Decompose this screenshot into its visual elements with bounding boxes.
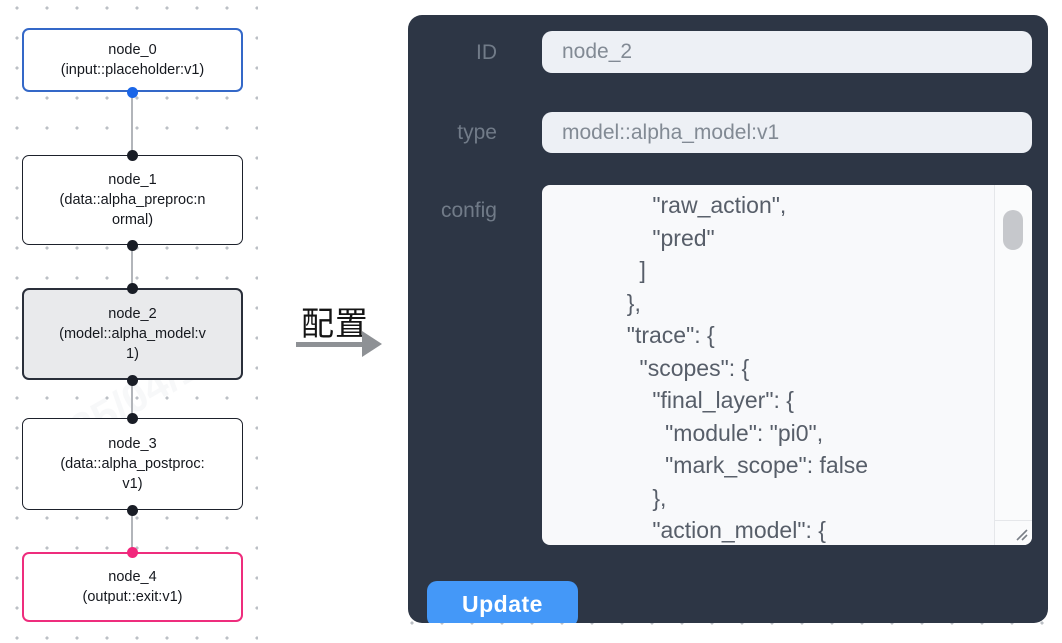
flow-node-node2-selected[interactable]: node_2 (model::alpha_model:v1) bbox=[22, 288, 243, 380]
edge-node2-node3 bbox=[131, 380, 133, 418]
port-node2-in[interactable] bbox=[127, 283, 138, 294]
config-textarea[interactable]: "raw_action", "pred" ] }, "trace": { "sc… bbox=[542, 185, 1032, 545]
resize-grip-icon bbox=[1016, 529, 1028, 541]
edge-node0-node1 bbox=[131, 92, 133, 155]
id-input[interactable] bbox=[542, 31, 1032, 73]
node-type-label: (data::alpha_preproc:normal) bbox=[59, 192, 206, 228]
type-field-label: type bbox=[457, 121, 497, 144]
flow-node-node1[interactable]: node_1 (data::alpha_preproc:normal) bbox=[22, 155, 243, 245]
node-type-label: (input::placeholder:v1) bbox=[60, 62, 205, 78]
configure-annotation-label: 配置 bbox=[301, 305, 369, 342]
id-field-label: ID bbox=[476, 41, 497, 64]
port-node3-in[interactable] bbox=[127, 413, 138, 424]
config-field-label: config bbox=[440, 199, 497, 222]
arrow-head bbox=[362, 331, 382, 357]
node-title: node_1 bbox=[108, 172, 157, 188]
node-type-label: (output::exit:v1) bbox=[82, 589, 183, 605]
flow-node-node4[interactable]: node_4 (output::exit:v1) bbox=[22, 552, 243, 622]
port-node2-out[interactable] bbox=[127, 375, 138, 386]
update-button[interactable]: Update bbox=[427, 581, 578, 623]
flow-node-node3[interactable]: node_3 (data::alpha_postproc:v1) bbox=[22, 418, 243, 510]
config-json-content: "raw_action", "pred" ] }, "trace": { "sc… bbox=[626, 192, 869, 543]
textarea-resize-handle[interactable] bbox=[994, 520, 1032, 545]
node-title: node_3 bbox=[108, 436, 157, 452]
port-node1-in[interactable] bbox=[127, 150, 138, 161]
flow-canvas[interactable]: 2025/04/11 node_0 (input::placeholder:v1… bbox=[0, 0, 258, 643]
node-title: node_2 bbox=[108, 306, 157, 322]
type-input[interactable] bbox=[542, 112, 1032, 153]
node-type-label: (data::alpha_postproc:v1) bbox=[60, 456, 205, 492]
node-title: node_0 bbox=[108, 42, 157, 58]
arrow-shaft bbox=[296, 342, 366, 347]
port-node1-out[interactable] bbox=[127, 240, 138, 251]
node-config-panel: 2025/04/11 ID type config "raw_action", … bbox=[408, 15, 1048, 623]
port-node4-in[interactable] bbox=[127, 547, 138, 558]
port-node3-out[interactable] bbox=[127, 505, 138, 516]
node-title: node_4 bbox=[108, 569, 157, 585]
port-node0-out[interactable] bbox=[127, 87, 138, 98]
flow-node-node0[interactable]: node_0 (input::placeholder:v1) bbox=[22, 28, 243, 92]
right-arrow-icon bbox=[296, 330, 386, 358]
edge-node3-node4 bbox=[131, 510, 133, 552]
node-type-label: (model::alpha_model:v1) bbox=[59, 326, 206, 362]
scrollbar-track[interactable] bbox=[994, 185, 1032, 520]
scrollbar-thumb[interactable] bbox=[1003, 210, 1023, 250]
edge-node1-node2 bbox=[131, 245, 133, 288]
